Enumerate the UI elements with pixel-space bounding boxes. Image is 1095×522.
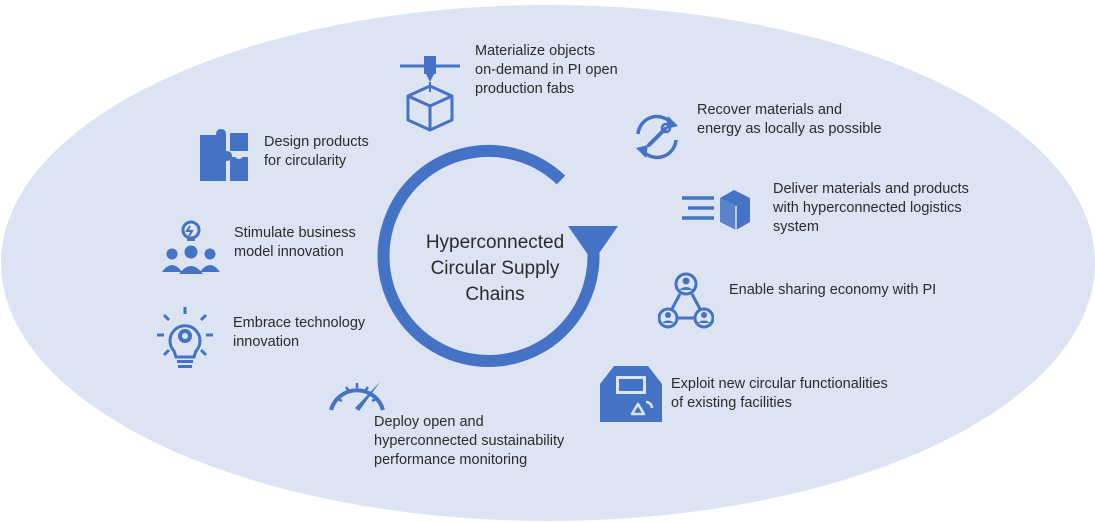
- label-exploit: Exploit new circular functionalities of …: [671, 376, 888, 411]
- puzzle-icon: [196, 127, 254, 185]
- label-deliver: Deliver materials and products with hype…: [773, 181, 969, 235]
- 3d-printer-box-icon: [398, 52, 462, 134]
- label-materialize: Materialize objects on-demand in PI open…: [475, 43, 618, 97]
- label-sharing: Enable sharing economy with PI: [729, 282, 937, 298]
- fast-delivery-box-icon: [680, 186, 752, 234]
- gauge-icon: [326, 372, 388, 414]
- label-stimulate: Stimulate business model innovation: [234, 225, 356, 260]
- label-design: Design products for circularity: [264, 134, 369, 169]
- label-deploy: Deploy open and hyperconnected sustainab…: [374, 414, 565, 468]
- barn-recycle-icon: [598, 362, 664, 424]
- center-title-line-2: Circular Supply: [430, 258, 560, 279]
- label-embrace: Embrace technology innovation: [233, 315, 366, 350]
- team-idea-icon: [160, 220, 222, 278]
- center-title-line-3: Chains: [465, 284, 525, 305]
- people-network-icon: [658, 272, 714, 330]
- label-recover: Recover materials and energy as locally …: [697, 102, 882, 137]
- lightbulb-gear-icon: [156, 305, 214, 373]
- arrow-head: [568, 226, 618, 262]
- center-title-line-1: Hyperconnected: [425, 232, 565, 253]
- center-title: Hyperconnected Circular Supply Chains: [400, 230, 590, 308]
- recycle-wrench-icon: [628, 112, 686, 162]
